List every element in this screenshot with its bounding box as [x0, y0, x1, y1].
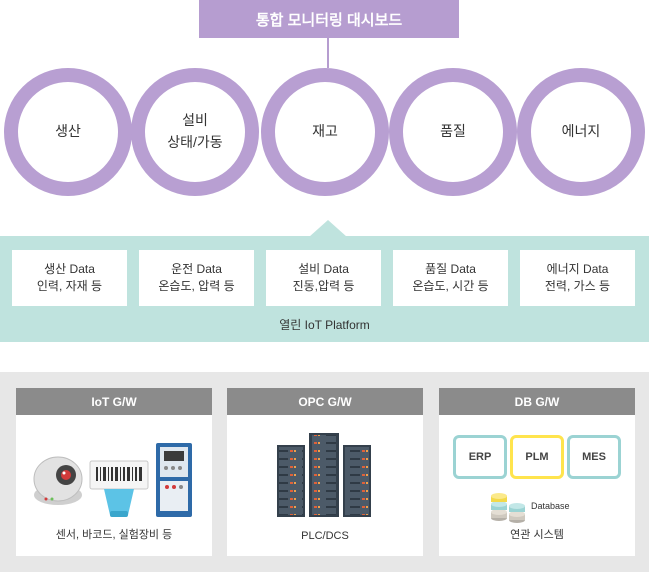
gateway-header: IoT G/W	[16, 388, 212, 415]
gateway-body: ERP PLM MES Database 연관 시스템	[439, 415, 635, 556]
data-box-title: 생산 Data	[44, 261, 95, 276]
camera-sensor-icon	[33, 456, 83, 505]
category-label: 상태/가동	[167, 134, 223, 150]
data-box-operation: 운전 Data 온습도, 압력 등	[139, 250, 254, 306]
dashboard-title: 통합 모니터링 대시보드	[199, 0, 459, 38]
server-rack-icon	[277, 445, 305, 517]
data-box-detail: 온습도, 압력 등	[158, 279, 235, 293]
category-label: 설비	[182, 112, 208, 129]
iot-gateway-panel: IoT G/W	[16, 388, 212, 556]
barcode-scanner-icon	[89, 460, 149, 517]
opc-gateway-panel: OPC G/W PLC	[227, 388, 423, 556]
platform-notch	[309, 220, 347, 237]
gateway-caption: 연관 시스템	[510, 529, 564, 541]
gateway-body: 센서, 바코드, 실험장비 등	[16, 415, 212, 556]
server-rack-icon	[343, 445, 371, 517]
title-connector	[327, 38, 329, 68]
database-icon	[491, 493, 525, 523]
data-box-title: 설비 Data	[298, 261, 349, 276]
data-box-title: 운전 Data	[171, 261, 222, 276]
gateway-body: PLC/DCS	[227, 415, 423, 556]
server-rack-icon	[309, 433, 339, 517]
category-label: 재고	[312, 123, 338, 140]
category-production-circle: 생산	[4, 68, 132, 196]
data-box-title: 품질 Data	[425, 261, 476, 276]
platform-label: 열린 IoT Platform	[279, 318, 370, 332]
data-box-energy: 에너지 Data 전력, 가스 등	[520, 250, 635, 306]
data-box-detail: 인력, 자재 등	[36, 279, 103, 293]
data-box-detail: 전력, 가스 등	[544, 279, 611, 293]
database-label: Database	[531, 501, 570, 511]
category-inventory-circle: 재고	[261, 68, 389, 196]
gateway-header: DB G/W	[439, 388, 635, 415]
category-label: 품질	[440, 123, 466, 140]
iot-devices-illustration	[33, 443, 192, 517]
category-label: 생산	[55, 123, 81, 140]
category-equipment-circle: 설비 상태/가동	[131, 68, 259, 196]
data-box-equipment: 설비 Data 진동,압력 등	[266, 250, 381, 306]
category-quality-circle: 품질	[389, 68, 517, 196]
gateway-caption: PLC/DCS	[301, 530, 349, 542]
db-gateway-panel: DB G/W ERP PLM MES Database 연관	[439, 388, 635, 556]
category-energy-circle: 에너지	[517, 68, 645, 196]
category-label: 에너지	[561, 123, 601, 140]
data-box-detail: 온습도, 시간 등	[412, 279, 489, 293]
gateway-header: OPC G/W	[227, 388, 423, 415]
data-box-quality: 품질 Data 온습도, 시간 등	[393, 250, 508, 306]
plm-system-box: PLM	[510, 435, 564, 479]
data-box-title: 에너지 Data	[546, 261, 609, 276]
data-box-production: 생산 Data 인력, 자재 등	[12, 250, 127, 306]
lab-equipment-icon	[156, 443, 192, 517]
server-rack-illustration	[277, 433, 371, 517]
gateway-caption: 센서, 바코드, 실험장비 등	[55, 529, 173, 541]
erp-system-box: ERP	[453, 435, 507, 479]
data-box-detail: 진동,압력 등	[292, 279, 355, 293]
mes-system-box: MES	[567, 435, 621, 479]
